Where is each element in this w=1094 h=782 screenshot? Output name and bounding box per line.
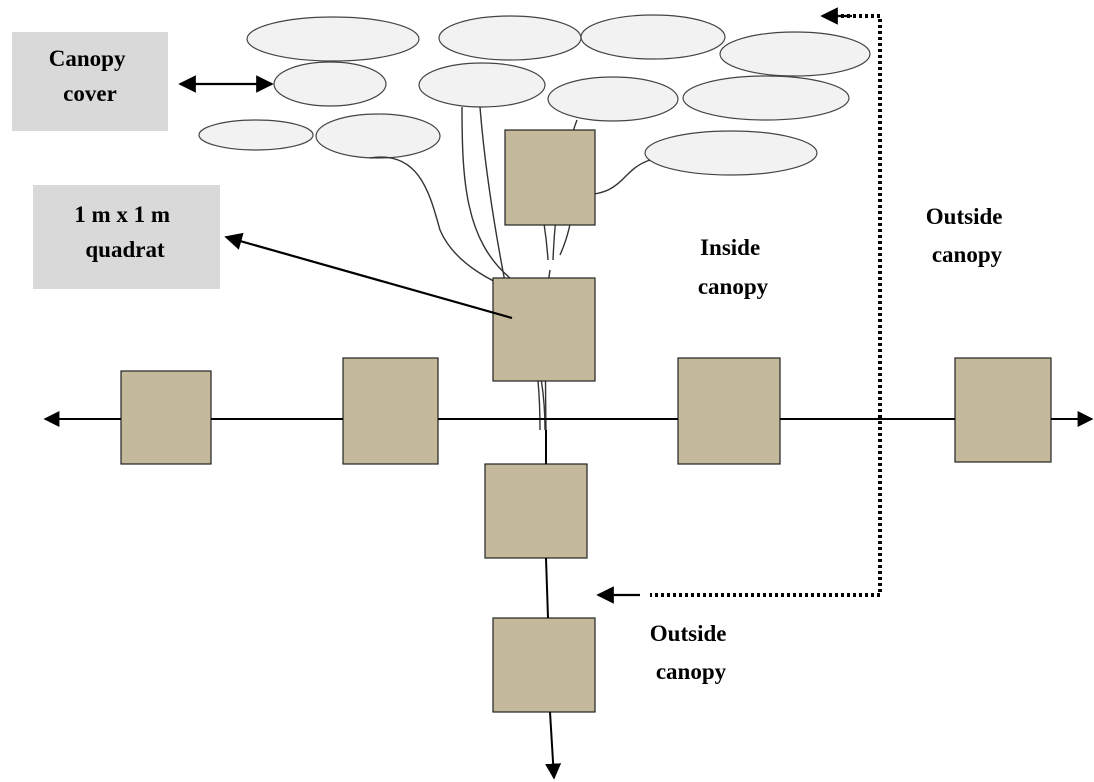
canopy-crown xyxy=(580,14,726,60)
canopy-crown xyxy=(246,16,420,62)
outside-canopy-right-line-1: Outside xyxy=(926,204,1003,229)
canopy-crown xyxy=(682,75,850,121)
canopy-cover-callout: Canopy cover xyxy=(12,32,274,131)
quadrat-right-far xyxy=(954,357,1052,463)
canopy-crown xyxy=(438,15,582,61)
quadrat-callout: 1 m x 1 m quadrat xyxy=(33,185,513,320)
vertical-transect xyxy=(545,557,549,619)
quadrat-label-line-2: quadrat xyxy=(85,237,165,262)
canopy-cover-label: Canopy cover xyxy=(49,46,131,106)
inside-canopy-line-1: Inside xyxy=(700,235,760,260)
quadrats xyxy=(120,129,1052,713)
quadrat-bottom-far xyxy=(492,617,596,713)
canopy-crown xyxy=(719,31,871,77)
transects xyxy=(43,411,1094,780)
canopy-cover-box xyxy=(12,32,168,131)
canopy-crown xyxy=(315,113,441,159)
outside-canopy-right-label: Outside canopy xyxy=(926,204,1008,267)
quadrat-right-near xyxy=(677,357,781,465)
canopy-crowns xyxy=(198,14,871,176)
inside-canopy-line-2: canopy xyxy=(698,274,769,299)
vertical-transect-bottom xyxy=(545,711,562,780)
canopy-crown xyxy=(198,119,314,151)
canopy-crown xyxy=(273,61,387,107)
canopy-crown xyxy=(418,62,546,108)
quadrat-canopy-upper xyxy=(504,129,596,226)
canopy-crown xyxy=(644,130,818,176)
outside-canopy-bottom-label: Outside canopy xyxy=(650,621,732,684)
inside-canopy-label: Inside canopy xyxy=(698,235,769,299)
canopy-cover-line-1: Canopy xyxy=(49,46,126,71)
canopy-boundary-line xyxy=(650,14,882,597)
quadrat-bottom-near xyxy=(484,463,588,559)
quadrat-canopy-center xyxy=(492,277,596,382)
outside-canopy-bottom-line-2: canopy xyxy=(656,659,727,684)
outside-canopy-bottom-line-1: Outside xyxy=(650,621,727,646)
quadrat-left-near xyxy=(342,357,439,465)
quadrat-label-box xyxy=(33,185,220,289)
canopy-crown xyxy=(547,76,679,122)
quadrat-label: 1 m x 1 m quadrat xyxy=(74,202,176,262)
outside-canopy-right-line-2: canopy xyxy=(932,242,1003,267)
canopy-boundary xyxy=(596,7,882,604)
quadrat-left-far xyxy=(120,370,212,465)
canopy-cover-line-2: cover xyxy=(63,81,117,106)
quadrat-pointer-arrow xyxy=(224,232,513,320)
branch xyxy=(479,106,506,283)
quadrat-label-line-1: 1 m x 1 m xyxy=(74,202,170,227)
